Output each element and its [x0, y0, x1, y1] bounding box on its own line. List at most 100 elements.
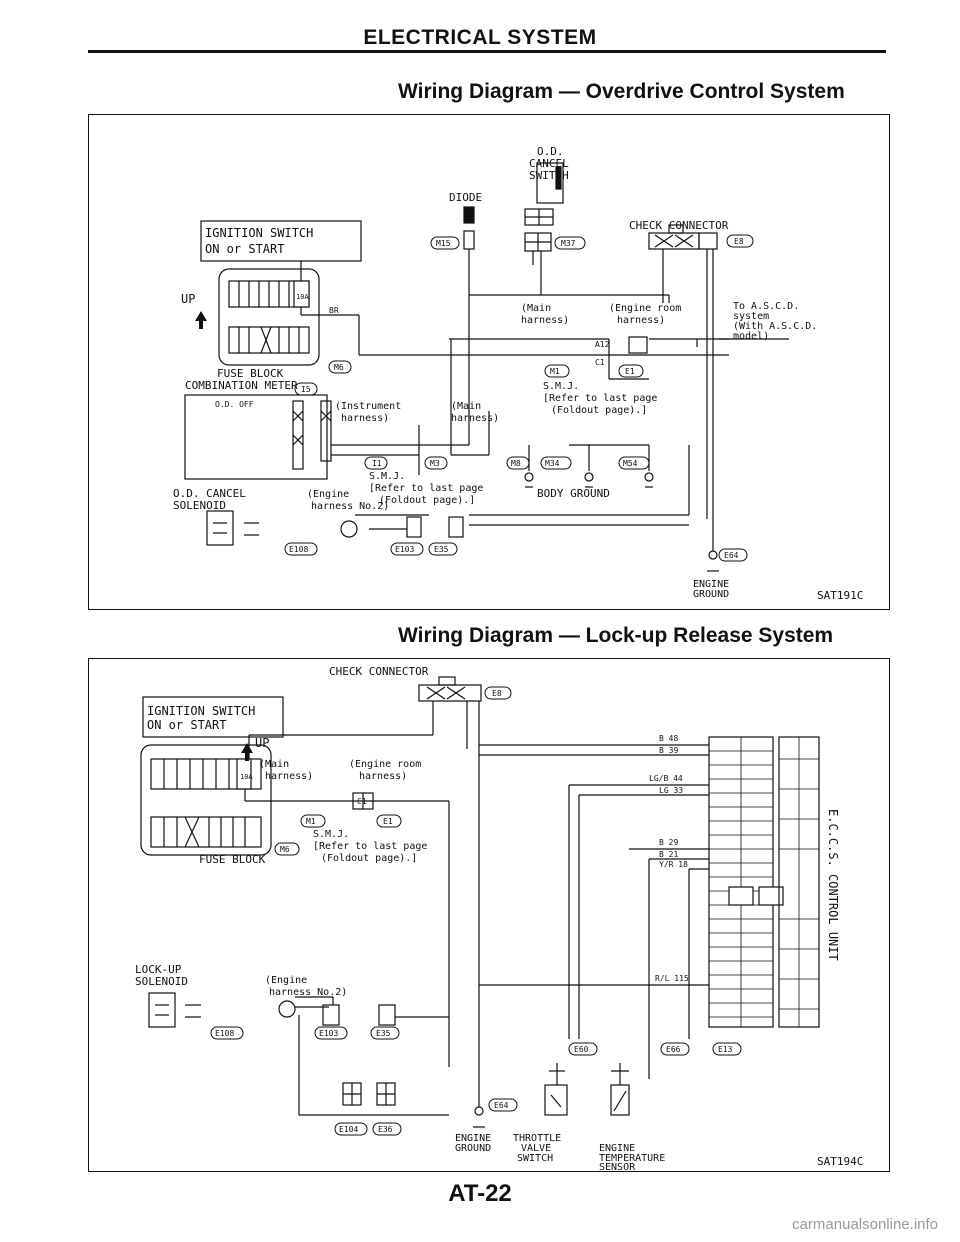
smj-b2: [Refer to last page — [369, 483, 483, 494]
to-ascd-2: system — [733, 311, 769, 322]
diagram2-frame: CHECK CONNECTOR IGNITION SWITCH ON or ST… — [88, 658, 890, 1172]
od-off-label: O.D. OFF — [215, 400, 254, 409]
wire-a12: A12 — [595, 340, 610, 349]
smj-3: (Foldout page).] — [551, 405, 647, 416]
conn-m8: M8 — [511, 459, 521, 468]
conn-e13: E13 — [718, 1045, 733, 1054]
main-harness-2: harness) — [451, 413, 499, 424]
conn-m15: M15 — [436, 239, 451, 248]
eng-temp-label-2: TEMPERATURE — [599, 1153, 665, 1164]
fuse-block — [218, 268, 320, 366]
page-header-title: ELECTRICAL SYSTEM — [363, 26, 597, 49]
throttle-label-3: SWITCH — [517, 1153, 553, 1164]
conn-e60: E60 — [574, 1045, 589, 1054]
instr-harness-1: (Instrument — [335, 401, 401, 412]
engine-ground-1: ENGINE — [693, 579, 729, 590]
conn-e64: E64 — [724, 551, 739, 560]
eccs-label: E.C.C.S. CONTROL UNIT — [826, 809, 840, 961]
conn-e1: E1 — [383, 817, 393, 826]
diagram1-code: SAT191C — [817, 589, 863, 602]
up-label: UP — [255, 736, 269, 750]
overdrive-wiring-diagram: O.D. CANCEL SWITCH DIODE CHECK CONNECTOR… — [173, 145, 863, 602]
engine-room-1: (Engine room — [609, 303, 681, 314]
ignition-switch-box — [200, 220, 362, 262]
ign-switch-label-1: IGNITION SWITCH — [205, 226, 313, 240]
conn-i1: I1 — [372, 459, 382, 468]
conn-m1: M1 — [306, 817, 316, 826]
pin-33: LG 33 — [659, 786, 683, 795]
fuse-block — [140, 744, 272, 856]
diagram1-frame: O.D. CANCEL SWITCH DIODE CHECK CONNECTOR… — [88, 114, 890, 610]
to-ascd-4: model) — [733, 331, 769, 342]
smj-b1: S.M.J. — [369, 471, 405, 482]
engine-ground-2: GROUND — [693, 589, 729, 600]
body-ground-label: BODY GROUND — [537, 487, 610, 500]
conn-e35: E35 — [376, 1029, 391, 1038]
main-harness-1: (Main — [259, 759, 289, 770]
diode-label: DIODE — [449, 191, 482, 204]
smj-b3: (Foldout page).] — [379, 495, 475, 506]
conn-m54: M54 — [623, 459, 638, 468]
fuse-rating: 10A — [296, 293, 309, 301]
pin-21: B 21 — [659, 850, 678, 859]
conn-e8: E8 — [734, 237, 744, 246]
engine-h2-2: harness No.2) — [311, 501, 389, 512]
diagram1-title: Wiring Diagram — Overdrive Control Syste… — [398, 80, 845, 103]
smj-1: S.M.J. — [543, 381, 579, 392]
conn-m37: M37 — [561, 239, 576, 248]
lockup-solenoid — [148, 992, 176, 1028]
diode-symbol — [463, 206, 475, 224]
main-harness-b: harness) — [521, 315, 569, 326]
conn-e66: E66 — [666, 1045, 681, 1054]
wire-br: BR — [329, 306, 339, 315]
conn-e1: E1 — [625, 367, 635, 376]
pin-18: Y/R 18 — [659, 860, 688, 869]
conn-e108: E108 — [289, 545, 308, 554]
diagram2-title: Wiring Diagram — Lock-up Release System — [398, 624, 834, 647]
eccs-pin-labels: B 48 B 39 LG/B 44 LG 33 B 29 B 21 Y/R 18… — [649, 734, 689, 983]
engine-ground-1: ENGINE — [455, 1133, 491, 1144]
pin-115: R/L 115 — [655, 974, 689, 983]
ign-switch-label-1: IGNITION SWITCH — [147, 704, 255, 718]
conn-i5: I5 — [301, 385, 311, 394]
od-switch-label-2: CANCEL — [529, 157, 569, 170]
lockup-label-1: LOCK-UP — [135, 963, 182, 976]
throttle-label-1: THROTTLE — [513, 1133, 561, 1144]
main-harness-a: (Main — [521, 303, 551, 314]
smj-1: S.M.J. — [313, 829, 349, 840]
fuse-block-label: FUSE BLOCK — [217, 367, 284, 380]
conn-e108: E108 — [215, 1029, 234, 1038]
comb-meter-label: COMBINATION METER — [185, 379, 298, 392]
fuse-block-label: FUSE BLOCK — [199, 853, 266, 866]
od-switch-label-3: SWITCH — [529, 169, 569, 182]
ign-switch-label-2: ON or START — [147, 718, 226, 732]
conn-e8: E8 — [492, 689, 502, 698]
eng-temp-label-3: SENSOR — [599, 1162, 636, 1171]
wire-c1: C1 — [357, 797, 367, 806]
engine-room-2: harness) — [617, 315, 665, 326]
main-harness-2: harness) — [265, 771, 313, 782]
conn-m3: M3 — [430, 459, 440, 468]
smj-2: [Refer to last page — [543, 393, 657, 404]
pin-39: B 39 — [659, 746, 678, 755]
eng-temp-label-1: ENGINE — [599, 1143, 635, 1154]
conn-e104: E104 — [339, 1125, 358, 1134]
lockup-wiring-diagram: CHECK CONNECTOR IGNITION SWITCH ON or ST… — [135, 665, 863, 1171]
engine-h2-1: (Engine — [265, 975, 307, 986]
engine-ground-2: GROUND — [455, 1143, 491, 1154]
od-solenoid-2: SOLENOID — [173, 499, 226, 512]
pin-44: LG/B 44 — [649, 774, 683, 783]
diagram2-code: SAT194C — [817, 1155, 863, 1168]
conn-m34: M34 — [545, 459, 560, 468]
od-switch-label-1: O.D. — [537, 145, 564, 158]
to-ascd-3: (With A.S.C.D. — [733, 321, 817, 332]
instr-harness-2: harness) — [341, 413, 389, 424]
pin-48: B 48 — [659, 734, 678, 743]
main-harness-1: (Main — [451, 401, 481, 412]
engine-room-1: (Engine room — [349, 759, 421, 770]
pin-29: B 29 — [659, 838, 678, 847]
throttle-valve-switch — [544, 1084, 568, 1116]
engine-h2-2: harness No.2) — [269, 987, 347, 998]
check-connector-label: CHECK CONNECTOR — [629, 219, 729, 232]
conn-e103: E103 — [395, 545, 414, 554]
